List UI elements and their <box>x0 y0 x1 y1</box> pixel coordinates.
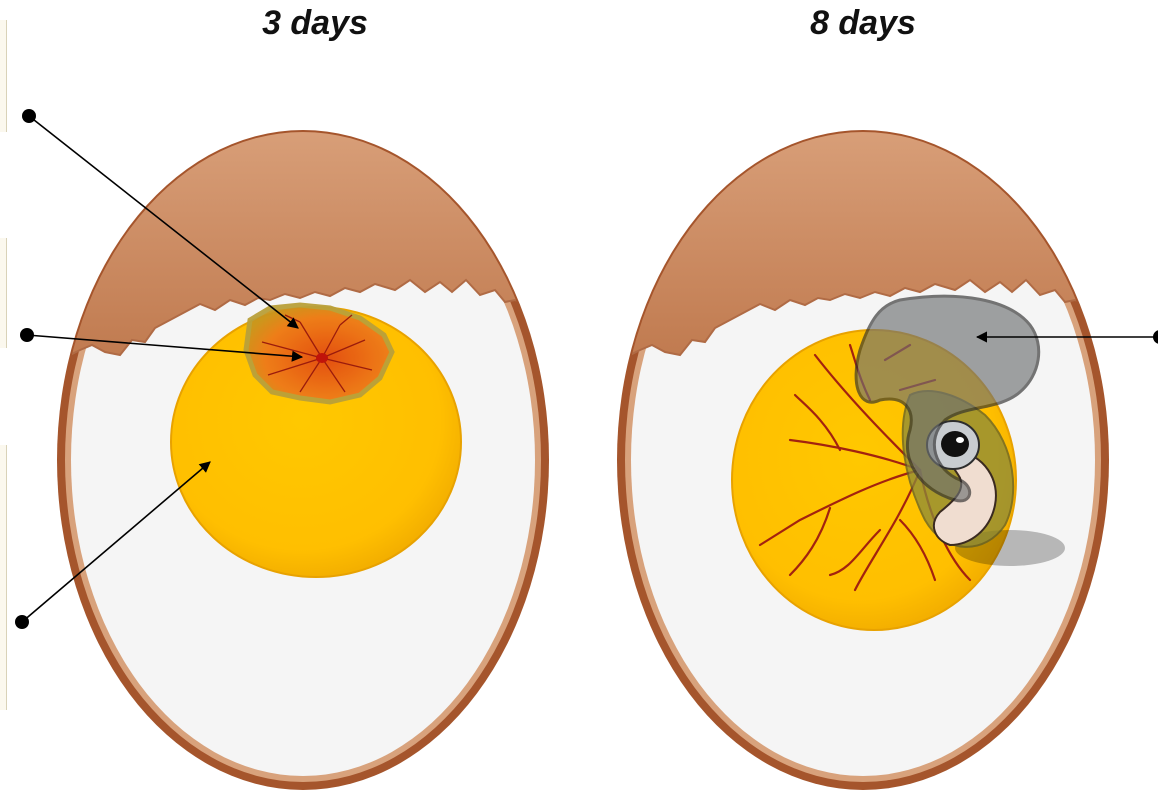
embryo-eye <box>941 431 969 457</box>
embryo-heart <box>316 353 328 363</box>
egg-3-days <box>40 120 566 790</box>
eye-highlight <box>956 437 964 443</box>
egg-8-days <box>600 120 1126 790</box>
